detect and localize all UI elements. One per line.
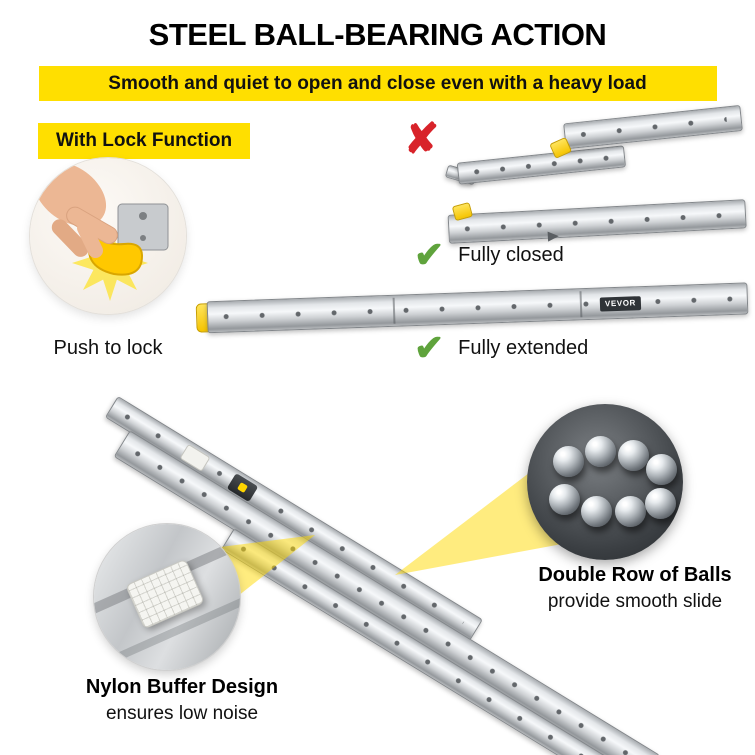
hand-pressing-lever-illustration — [33, 161, 169, 301]
steel-ball — [549, 484, 580, 515]
steel-ball — [645, 488, 676, 519]
steel-ball — [646, 454, 677, 485]
extended-rail: VEVOR — [206, 282, 749, 334]
buffer-callout-subtitle: ensures low noise — [105, 703, 259, 724]
steel-ball — [618, 440, 649, 471]
middle-finger — [51, 219, 89, 257]
rail-holes — [222, 294, 733, 321]
slide-partially-open-image — [444, 99, 751, 200]
ball-bearings-photo — [527, 404, 683, 560]
outer-rail — [563, 104, 743, 150]
rail-seam — [579, 291, 583, 318]
lock-function-badge: With Lock Function — [38, 123, 251, 159]
fully-closed-row: ✔ Fully closed — [414, 237, 564, 273]
fully-extended-row: ✔ Fully extended — [414, 330, 588, 366]
metal-bracket — [117, 203, 169, 251]
subtitle-banner: Smooth and quiet to open and close even … — [38, 66, 717, 101]
push-to-lock-photo — [30, 158, 186, 314]
balls-callout: Double Row of Balls provide smooth slide — [510, 564, 755, 613]
rail-holes — [472, 153, 611, 177]
steel-ball — [553, 446, 584, 477]
bracket-hole — [139, 212, 147, 220]
fully-closed-label: Fully closed — [458, 243, 564, 266]
nylon-buffer-photo — [94, 524, 240, 670]
brand-logo: VEVOR — [599, 296, 642, 312]
inner-rail — [456, 145, 627, 185]
red-cross-icon: ✘ — [404, 115, 440, 162]
steel-ball — [585, 436, 616, 467]
buffer-callout-title: Nylon Buffer Design — [85, 676, 279, 698]
rail-holes — [463, 210, 732, 233]
fully-extended-label: Fully extended — [458, 336, 589, 359]
steel-ball — [581, 496, 612, 527]
balls-callout-title: Double Row of Balls — [538, 564, 732, 586]
rail-holes — [579, 115, 728, 139]
bracket-hole — [140, 235, 146, 241]
push-to-lock-caption: Push to lock — [53, 337, 163, 359]
buffer-callout: Nylon Buffer Design ensures low noise — [62, 676, 302, 725]
rail-seam — [392, 297, 396, 324]
page-title: STEEL BALL-BEARING ACTION — [148, 17, 607, 52]
green-check-icon: ✔ — [414, 327, 445, 368]
balls-callout-subtitle: provide smooth slide — [547, 591, 723, 612]
green-check-icon: ✔ — [414, 234, 445, 275]
thumb — [77, 220, 104, 258]
steel-ball — [615, 496, 646, 527]
